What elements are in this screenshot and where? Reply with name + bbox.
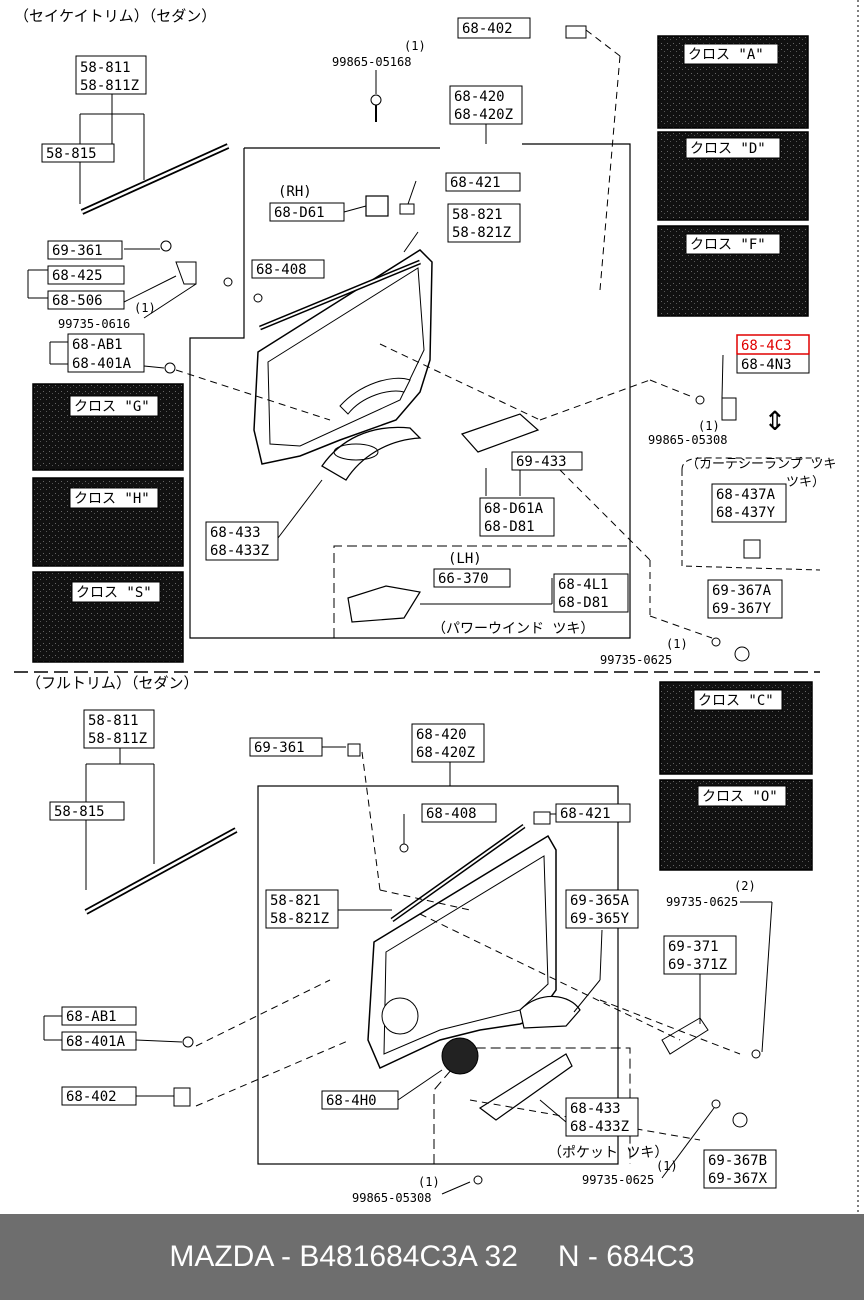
- lower-part-69-367x[interactable]: 69-367X: [708, 1171, 768, 1187]
- part-68-420z[interactable]: 68-420Z: [454, 107, 513, 123]
- lower-part-68-420z[interactable]: 68-420Z: [416, 745, 475, 761]
- speaker-grille-lower: [381, 997, 419, 1035]
- lower-part-69-365a[interactable]: 69-365A: [570, 893, 630, 909]
- footer-short-code: N - 684C3: [557, 1240, 695, 1273]
- part-68-d81-lh[interactable]: 68-D81: [558, 595, 609, 611]
- note-courtesy-lamp-1: （カーテシーランプ ツキ: [686, 457, 836, 472]
- section-lower-title: （フルトリム）（セダン）: [26, 674, 199, 692]
- cloth-swatch-panel-lower: [659, 681, 813, 871]
- lh-subframe: [333, 545, 630, 638]
- part-58-821z[interactable]: 58-821Z: [452, 225, 511, 241]
- qty-1-c: (1): [698, 419, 720, 433]
- part-69-367a[interactable]: 69-367A: [712, 583, 772, 599]
- lower-part-58-811z[interactable]: 58-811Z: [88, 731, 147, 747]
- part-68-433[interactable]: 68-433: [210, 525, 261, 541]
- lower-part-99865-05308[interactable]: 99865-05308: [352, 1191, 431, 1205]
- part-68-d61a[interactable]: 68-D61A: [484, 501, 544, 517]
- lower-part-99735-0625[interactable]: 99735-0625: [666, 895, 738, 909]
- qty-1-a: (1): [404, 39, 426, 53]
- lower-part-58-821z[interactable]: 58-821Z: [270, 911, 329, 927]
- parts-diagram: （セイケイトリム）（セダン） （フルトリム）（セダン） ⇕: [14, 0, 859, 1214]
- cloth-swatch-panel-right: [657, 35, 809, 317]
- highlight-68-4c3: [736, 334, 810, 355]
- cloth-label-a: クロス "A": [688, 47, 764, 63]
- lower-part-68-421[interactable]: 68-421: [560, 806, 611, 822]
- lower-part-69-365y[interactable]: 69-365Y: [570, 911, 630, 927]
- upper-assembly-frame: [189, 143, 631, 639]
- lower-part-68-420[interactable]: 68-420: [416, 727, 467, 743]
- part-99735-0616[interactable]: 99735-0616: [58, 317, 130, 331]
- rh-switch-part: [365, 195, 389, 217]
- part-68-4n3[interactable]: 68-4N3: [741, 357, 792, 373]
- cloth-swatch-panel-left: [32, 383, 184, 663]
- cloth-label-o: クロス "O": [702, 789, 778, 805]
- part-68-402-top[interactable]: 68-402: [462, 21, 513, 37]
- lower-part-68-401a[interactable]: 68-401A: [66, 1034, 126, 1050]
- part-58-811z[interactable]: 58-811Z: [80, 78, 139, 94]
- note-pocket: （ポケット ツキ）: [548, 1145, 668, 1161]
- lower-part-99735-0625-b[interactable]: 99735-0625: [582, 1173, 654, 1187]
- part-68-420[interactable]: 68-420: [454, 89, 505, 105]
- svg-text:⇕: ⇕: [764, 398, 786, 439]
- part-68-437y[interactable]: 68-437Y: [716, 505, 776, 521]
- note-courtesy-lamp-2: ツキ）: [786, 475, 825, 490]
- part-66-370[interactable]: 66-370: [438, 571, 489, 587]
- qty-1-b: (1): [134, 301, 156, 315]
- qty-1-d: (1): [666, 637, 688, 651]
- lower-part-69-361[interactable]: 69-361: [254, 740, 305, 756]
- lower-part-69-371z[interactable]: 69-371Z: [668, 957, 727, 973]
- lower-part-58-815[interactable]: 58-815: [54, 804, 105, 820]
- part-68-4l1[interactable]: 68-4L1: [558, 577, 609, 593]
- part-58-821[interactable]: 58-821: [452, 207, 503, 223]
- part-68-433z[interactable]: 68-433Z: [210, 543, 269, 559]
- part-68-408[interactable]: 68-408: [256, 262, 307, 278]
- cloth-label-f: クロス "F": [690, 237, 766, 253]
- lower-part-68-408[interactable]: 68-408: [426, 806, 477, 822]
- part-68-d61[interactable]: 68-D61: [274, 205, 325, 221]
- qty-2: (2): [734, 879, 756, 893]
- lower-part-68-433[interactable]: 68-433: [570, 1101, 621, 1117]
- qty-1-f: (1): [656, 1159, 678, 1173]
- part-99865-05308[interactable]: 99865-05308: [648, 433, 727, 447]
- lower-part-68-4h0[interactable]: 68-4H0: [326, 1093, 377, 1109]
- part-68-425[interactable]: 68-425: [52, 268, 103, 284]
- part-99865-05168[interactable]: 99865-05168: [332, 55, 411, 69]
- cloth-label-g: クロス "G": [74, 399, 150, 415]
- cloth-label-h: クロス "H": [74, 491, 150, 507]
- footer-part-number: MAZDA - B481684C3A 32: [169, 1240, 518, 1273]
- upper-door-trim-panel: [253, 249, 433, 465]
- part-68-506[interactable]: 68-506: [52, 293, 103, 309]
- part-68-401a[interactable]: 68-401A: [72, 356, 132, 372]
- lower-part-68-433z[interactable]: 68-433Z: [570, 1119, 629, 1135]
- lower-part-68-ab1[interactable]: 68-AB1: [66, 1009, 117, 1025]
- lower-assembly-frame: [257, 785, 619, 1165]
- part-68-421[interactable]: 68-421: [450, 175, 501, 191]
- part-99735-0625-upper[interactable]: 99735-0625: [600, 653, 672, 667]
- part-68-ab1[interactable]: 68-AB1: [72, 337, 123, 353]
- part-69-433[interactable]: 69-433: [516, 454, 567, 470]
- part-58-815[interactable]: 58-815: [46, 146, 97, 162]
- part-69-367y[interactable]: 69-367Y: [712, 601, 772, 617]
- note-rh: (RH): [278, 184, 312, 200]
- cloth-label-c: クロス "C": [698, 693, 774, 709]
- part-58-811[interactable]: 58-811: [80, 60, 131, 76]
- part-68-437a[interactable]: 68-437A: [716, 487, 776, 503]
- part-68-d81[interactable]: 68-D81: [484, 519, 535, 535]
- upper-armrest: [321, 426, 422, 481]
- lower-part-58-811[interactable]: 58-811: [88, 713, 139, 729]
- cloth-label-s: クロス "S": [76, 585, 152, 601]
- section-upper-title: （セイケイトリム）（セダン）: [14, 7, 216, 25]
- cloth-label-d: クロス "D": [690, 141, 766, 157]
- note-power-window: （パワーウインド ツキ）: [432, 621, 594, 637]
- lower-part-68-402[interactable]: 68-402: [66, 1089, 117, 1105]
- lower-part-58-821[interactable]: 58-821: [270, 893, 321, 909]
- part-68-4c3[interactable]: 68-4C3: [741, 338, 792, 354]
- lower-part-69-371[interactable]: 69-371: [668, 939, 719, 955]
- qty-1-e: (1): [418, 1175, 440, 1189]
- part-69-361[interactable]: 69-361: [52, 243, 103, 259]
- note-lh: (LH): [448, 551, 482, 567]
- lower-part-69-367b[interactable]: 69-367B: [708, 1153, 767, 1169]
- footer-bar: MAZDA - B481684C3A 32 N - 684C3: [0, 1214, 864, 1300]
